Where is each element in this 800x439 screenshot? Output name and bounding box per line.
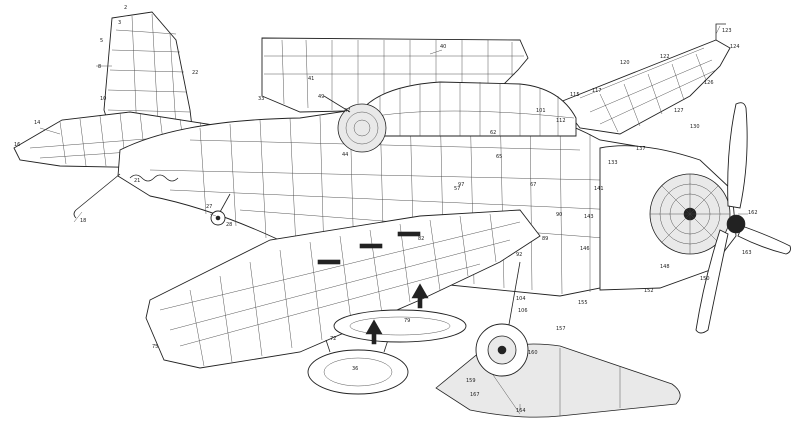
- callout-number: 120: [620, 60, 630, 66]
- canopy: [359, 81, 577, 137]
- callout-number: 79: [404, 318, 410, 324]
- callout-number: 117: [592, 88, 602, 94]
- callout-number: 21: [134, 178, 140, 184]
- callout-number: 92: [516, 252, 522, 258]
- callout-number: 164: [516, 408, 526, 414]
- callout-number: 112: [556, 118, 566, 124]
- tail-wheel: [210, 193, 231, 226]
- callout-number: 130: [690, 124, 700, 130]
- callout-number: 72: [330, 336, 336, 342]
- callout-number: 148: [660, 264, 670, 270]
- callout-number: 5: [100, 38, 103, 44]
- callout-number: 159: [466, 378, 476, 384]
- arrester-hook: [73, 173, 121, 219]
- callout-number: 163: [742, 250, 752, 256]
- artist-signature: [129, 174, 179, 182]
- callout-number: 10: [100, 96, 106, 102]
- engine-cowling: [599, 145, 737, 291]
- callout-number: 2: [124, 5, 127, 11]
- callout-number: 49: [318, 94, 324, 100]
- callout-number: 157: [556, 326, 566, 332]
- callout-number: 47: [344, 108, 350, 114]
- callout-number: 155: [578, 300, 588, 306]
- callout-number: 40: [440, 44, 446, 50]
- callout-number: 124: [730, 44, 740, 50]
- callout-number: 33: [258, 96, 264, 102]
- callout-number: 127: [674, 108, 684, 114]
- callout-number: 146: [580, 246, 590, 252]
- callout-number: 75: [152, 344, 158, 350]
- callout-number: 101: [536, 108, 546, 114]
- callout-number: 167: [470, 392, 480, 398]
- callout-number: 28: [226, 222, 232, 228]
- callout-number: 18: [80, 218, 86, 224]
- gun-turret: [323, 95, 387, 153]
- callout-number: 150: [700, 276, 710, 282]
- callout-number: 65: [496, 154, 502, 160]
- callout-number: 82: [418, 236, 424, 242]
- callout-number: 16: [14, 142, 20, 148]
- starboard-outer-wing: [559, 23, 731, 135]
- callout-number: 89: [542, 236, 548, 242]
- callout-number: 106: [518, 308, 528, 314]
- callout-number: 3: [118, 20, 121, 26]
- callout-number: 104: [516, 296, 526, 302]
- callout-number: 152: [644, 288, 654, 294]
- callout-number: 14: [34, 120, 40, 126]
- arrow-icon: [411, 283, 429, 309]
- callout-number: 27: [206, 204, 212, 210]
- callout-number: 162: [748, 210, 758, 216]
- callout-number: 141: [594, 186, 604, 192]
- callout-number: 160: [528, 350, 538, 356]
- callout-number: 115: [570, 92, 580, 98]
- main-landing-gear: [475, 261, 529, 377]
- callout-number: 133: [608, 160, 618, 166]
- callout-number: 97: [458, 182, 464, 188]
- auxiliary-tank: [333, 309, 467, 343]
- callout-number: 90: [556, 212, 562, 218]
- callout-number: 126: [704, 80, 714, 86]
- callout-number: 123: [722, 28, 732, 34]
- callout-number: 44: [342, 152, 348, 158]
- arrow-icon: [365, 319, 383, 345]
- callout-number: 137: [636, 146, 646, 152]
- callout-number: 67: [530, 182, 536, 188]
- port-wing: [145, 209, 541, 369]
- callout-number: 57: [454, 186, 460, 192]
- callout-number: 41: [308, 76, 314, 82]
- callout-labels: [39, 25, 748, 410]
- callout-number: 22: [192, 70, 198, 76]
- callout-number: 8: [98, 64, 101, 70]
- propeller: [695, 102, 791, 334]
- callout-number: 62: [490, 130, 496, 136]
- callout-number: 143: [584, 214, 594, 220]
- callout-number: 122: [660, 54, 670, 60]
- callout-number: 36: [352, 366, 358, 372]
